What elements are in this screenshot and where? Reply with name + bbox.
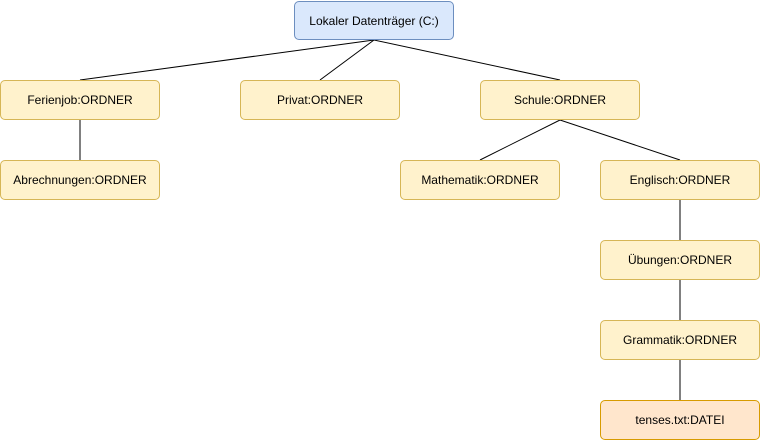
drive-node-lokaler-datentraeger[interactable]: Lokaler Datenträger (C:) [294, 1, 454, 40]
edge-schule-englisch [559, 119, 681, 161]
file-node-tenses-txt[interactable]: tenses.txt:DATEI [600, 400, 760, 440]
edge-root-schule [373, 39, 561, 81]
edge-root-ferienjob [79, 39, 375, 81]
folder-node-grammatik[interactable]: Grammatik:ORDNER [600, 320, 760, 360]
folder-node-englisch[interactable]: Englisch:ORDNER [600, 160, 760, 200]
folder-node-schule[interactable]: Schule:ORDNER [480, 80, 640, 120]
folder-node-ferienjob[interactable]: Ferienjob:ORDNER [0, 80, 160, 120]
folder-node-abrechnungen[interactable]: Abrechnungen:ORDNER [0, 160, 160, 200]
edge-root-privat [319, 39, 375, 81]
folder-node-mathematik[interactable]: Mathematik:ORDNER [400, 160, 560, 200]
folder-node-privat[interactable]: Privat:ORDNER [240, 80, 400, 120]
folder-node-uebungen[interactable]: Übungen:ORDNER [600, 240, 760, 280]
edge-schule-mathematik [479, 119, 561, 161]
